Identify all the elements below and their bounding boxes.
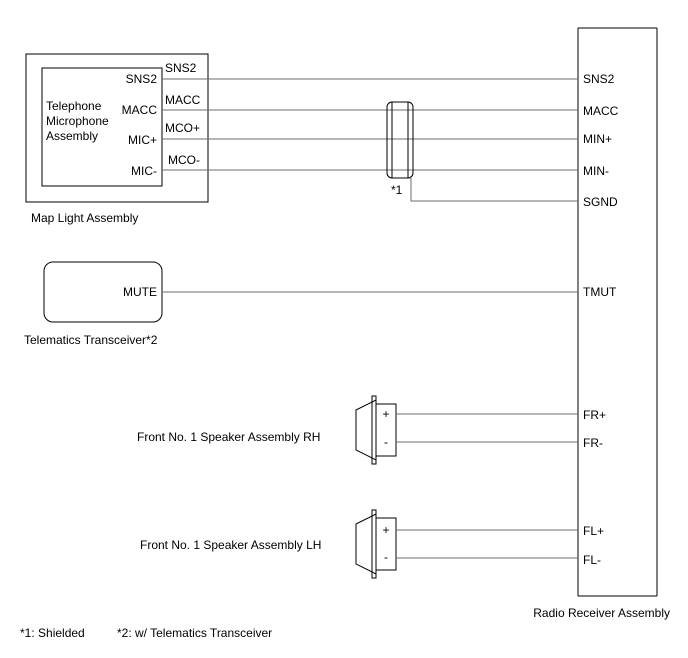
radio-pin-fl-plus: FL+ (583, 524, 604, 538)
telephone-mic-label-line1: Telephone (46, 99, 102, 113)
telephone-mic-pin-mic-minus: MIC- (131, 164, 157, 178)
radio-pin-sgnd: SGND (583, 195, 618, 209)
mic-wires (162, 78, 578, 171)
speaker-lh-terminal-block (375, 517, 397, 571)
radio-pin-fl-minus: FL- (583, 553, 601, 567)
radio-pin-min-plus: MIN+ (583, 132, 612, 146)
telephone-mic-pin-sns2: SNS2 (126, 72, 158, 86)
map-light-pin-sns2: SNS2 (165, 61, 197, 75)
telephone-mic-pin-mic-plus: MIC+ (128, 133, 157, 147)
speaker-rh: + - Front No. 1 Speaker Assembly RH (137, 395, 578, 465)
speaker-lh-plus: + (382, 523, 389, 537)
map-light-pin-mco-plus: MCO+ (165, 121, 200, 135)
shield-label: *1 (391, 183, 403, 197)
shield: *1 (386, 101, 578, 202)
speaker-rh-minus: - (384, 435, 388, 449)
footnote-shielded: *1: Shielded (20, 626, 85, 640)
telephone-mic-label-line2: Microphone (46, 114, 109, 128)
radio-pin-tmut: TMUT (583, 285, 617, 299)
speaker-rh-plus: + (382, 407, 389, 421)
wire-sgnd (410, 178, 578, 202)
speaker-lh-minus: - (384, 550, 388, 564)
speaker-rh-label: Front No. 1 Speaker Assembly RH (137, 430, 320, 444)
speaker-lh: + - Front No. 1 Speaker Assembly LH (140, 509, 578, 579)
telematics-caption: Telematics Transceiver*2 (24, 333, 158, 347)
radio-receiver-assembly: SNS2 MACC MIN+ MIN- SGND TMUT FR+ FR- FL… (533, 27, 670, 620)
radio-pin-min-minus: MIN- (583, 164, 609, 178)
telephone-mic-pin-macc: MACC (122, 103, 158, 117)
speaker-lh-label: Front No. 1 Speaker Assembly LH (140, 538, 321, 552)
map-light-pin-macc: MACC (165, 93, 201, 107)
radio-pin-fr-minus: FR- (583, 436, 603, 450)
radio-pin-fr-plus: FR+ (583, 408, 606, 422)
footnote-telematics: *2: w/ Telematics Transceiver (117, 626, 272, 640)
radio-receiver-caption: Radio Receiver Assembly (533, 606, 670, 620)
telematics-transceiver: MUTE Telematics Transceiver*2 (24, 261, 578, 347)
map-light-pin-mco-minus: MCO- (168, 153, 200, 167)
telematics-pin-mute: MUTE (123, 285, 157, 299)
telephone-mic-label-line3: Assembly (46, 129, 98, 143)
map-light-caption: Map Light Assembly (31, 211, 138, 225)
telephone-microphone-assembly: Telephone Microphone Assembly SNS2 MACC … (41, 67, 163, 187)
speaker-rh-terminal-block (375, 403, 397, 457)
radio-pin-macc: MACC (583, 104, 619, 118)
footnotes: *1: Shielded *2: w/ Telematics Transceiv… (20, 626, 272, 640)
radio-pin-sns2: SNS2 (583, 72, 615, 86)
